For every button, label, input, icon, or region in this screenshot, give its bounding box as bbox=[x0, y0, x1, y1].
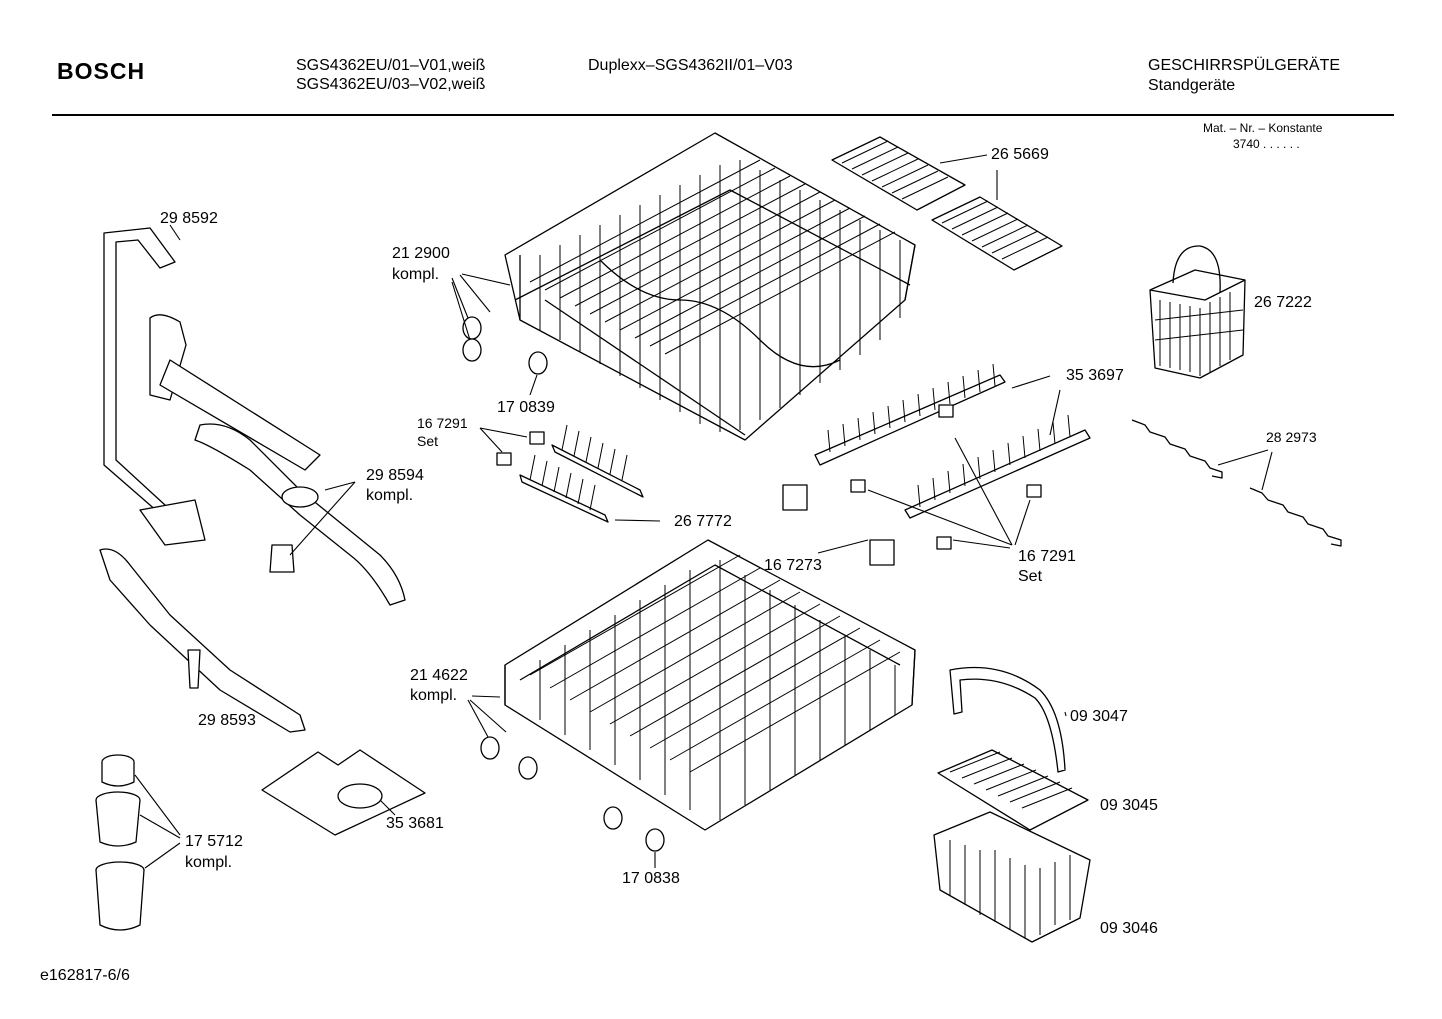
diagram-code: e162817-6/6 bbox=[40, 967, 130, 984]
upper-spray-arm-drawing bbox=[194, 423, 406, 606]
cup-shelf-drawing bbox=[1131, 419, 1342, 547]
part-sub-167291-set-b: Set bbox=[1018, 568, 1043, 585]
part-label-093046: 09 3046 bbox=[1100, 920, 1158, 937]
part-label-170838: 17 0838 bbox=[622, 870, 680, 887]
part-label-214622: 21 4622 bbox=[410, 667, 468, 684]
category-subtitle: Standgeräte bbox=[1148, 77, 1236, 94]
category-title: GESCHIRRSPÜLGERÄTE bbox=[1148, 57, 1341, 74]
cutlery-basket-lower-drawing bbox=[933, 666, 1091, 943]
lower-basket-drawing bbox=[504, 539, 916, 831]
part-label-353681: 35 3681 bbox=[386, 815, 444, 832]
part-label-093047: 09 3047 bbox=[1070, 708, 1128, 725]
part-label-298592: 29 8592 bbox=[160, 210, 218, 227]
upper-wheels-drawing bbox=[451, 273, 548, 396]
spray-arm-assembly-drawing bbox=[103, 224, 321, 546]
lower-spray-arm-drawing bbox=[99, 548, 306, 733]
filter-set-drawing bbox=[95, 754, 181, 931]
upper-basket-drawing bbox=[504, 132, 916, 441]
part-sub-298594: kompl. bbox=[366, 487, 414, 504]
filter-plate-drawing bbox=[261, 749, 426, 836]
part-sub-167291-set-a: Set bbox=[417, 433, 439, 449]
tine-rack-upper-drawing bbox=[814, 363, 1091, 519]
side-rack-drawing bbox=[479, 424, 661, 523]
cutlery-basket-drawing bbox=[1149, 245, 1246, 379]
part-label-212900: 21 2900 bbox=[392, 245, 450, 262]
part-label-282973: 28 2973 bbox=[1266, 429, 1317, 445]
part-label-175712: 17 5712 bbox=[185, 833, 243, 850]
part-sub-212900: kompl. bbox=[392, 266, 440, 283]
cutlery-grid-drawing bbox=[831, 136, 1063, 271]
model-line-1: SGS4362EU/01–V01,weiß bbox=[296, 57, 486, 74]
variant-label: Duplexx–SGS4362II/01–V03 bbox=[588, 57, 793, 74]
clip-set-drawing bbox=[782, 404, 1042, 566]
part-label-093045: 09 3045 bbox=[1100, 797, 1158, 814]
model-line-2: SGS4362EU/03–V02,weiß bbox=[296, 76, 486, 93]
part-label-167291-set-b: 16 7291 bbox=[1018, 548, 1076, 565]
mat-nr-value: 3740 . . . . . . bbox=[1233, 137, 1300, 151]
part-sub-175712: kompl. bbox=[185, 854, 233, 871]
part-label-167273: 16 7273 bbox=[764, 557, 822, 574]
part-sub-214622: kompl. bbox=[410, 687, 458, 704]
brand-logo: BOSCH bbox=[57, 58, 146, 84]
part-label-170839: 17 0839 bbox=[497, 399, 555, 416]
part-label-353697: 35 3697 bbox=[1066, 367, 1124, 384]
part-label-267772: 26 7772 bbox=[674, 513, 732, 530]
mat-nr-label: Mat. – Nr. – Konstante bbox=[1203, 121, 1323, 135]
part-label-167291-set-a: 16 7291 bbox=[417, 415, 468, 431]
header-divider bbox=[52, 114, 1394, 116]
lower-wheels-drawing bbox=[467, 695, 665, 868]
part-label-298594: 29 8594 bbox=[366, 467, 424, 484]
part-label-265669: 26 5669 bbox=[991, 146, 1049, 163]
part-label-298593: 29 8593 bbox=[198, 712, 256, 729]
part-label-267222: 26 7222 bbox=[1254, 294, 1312, 311]
